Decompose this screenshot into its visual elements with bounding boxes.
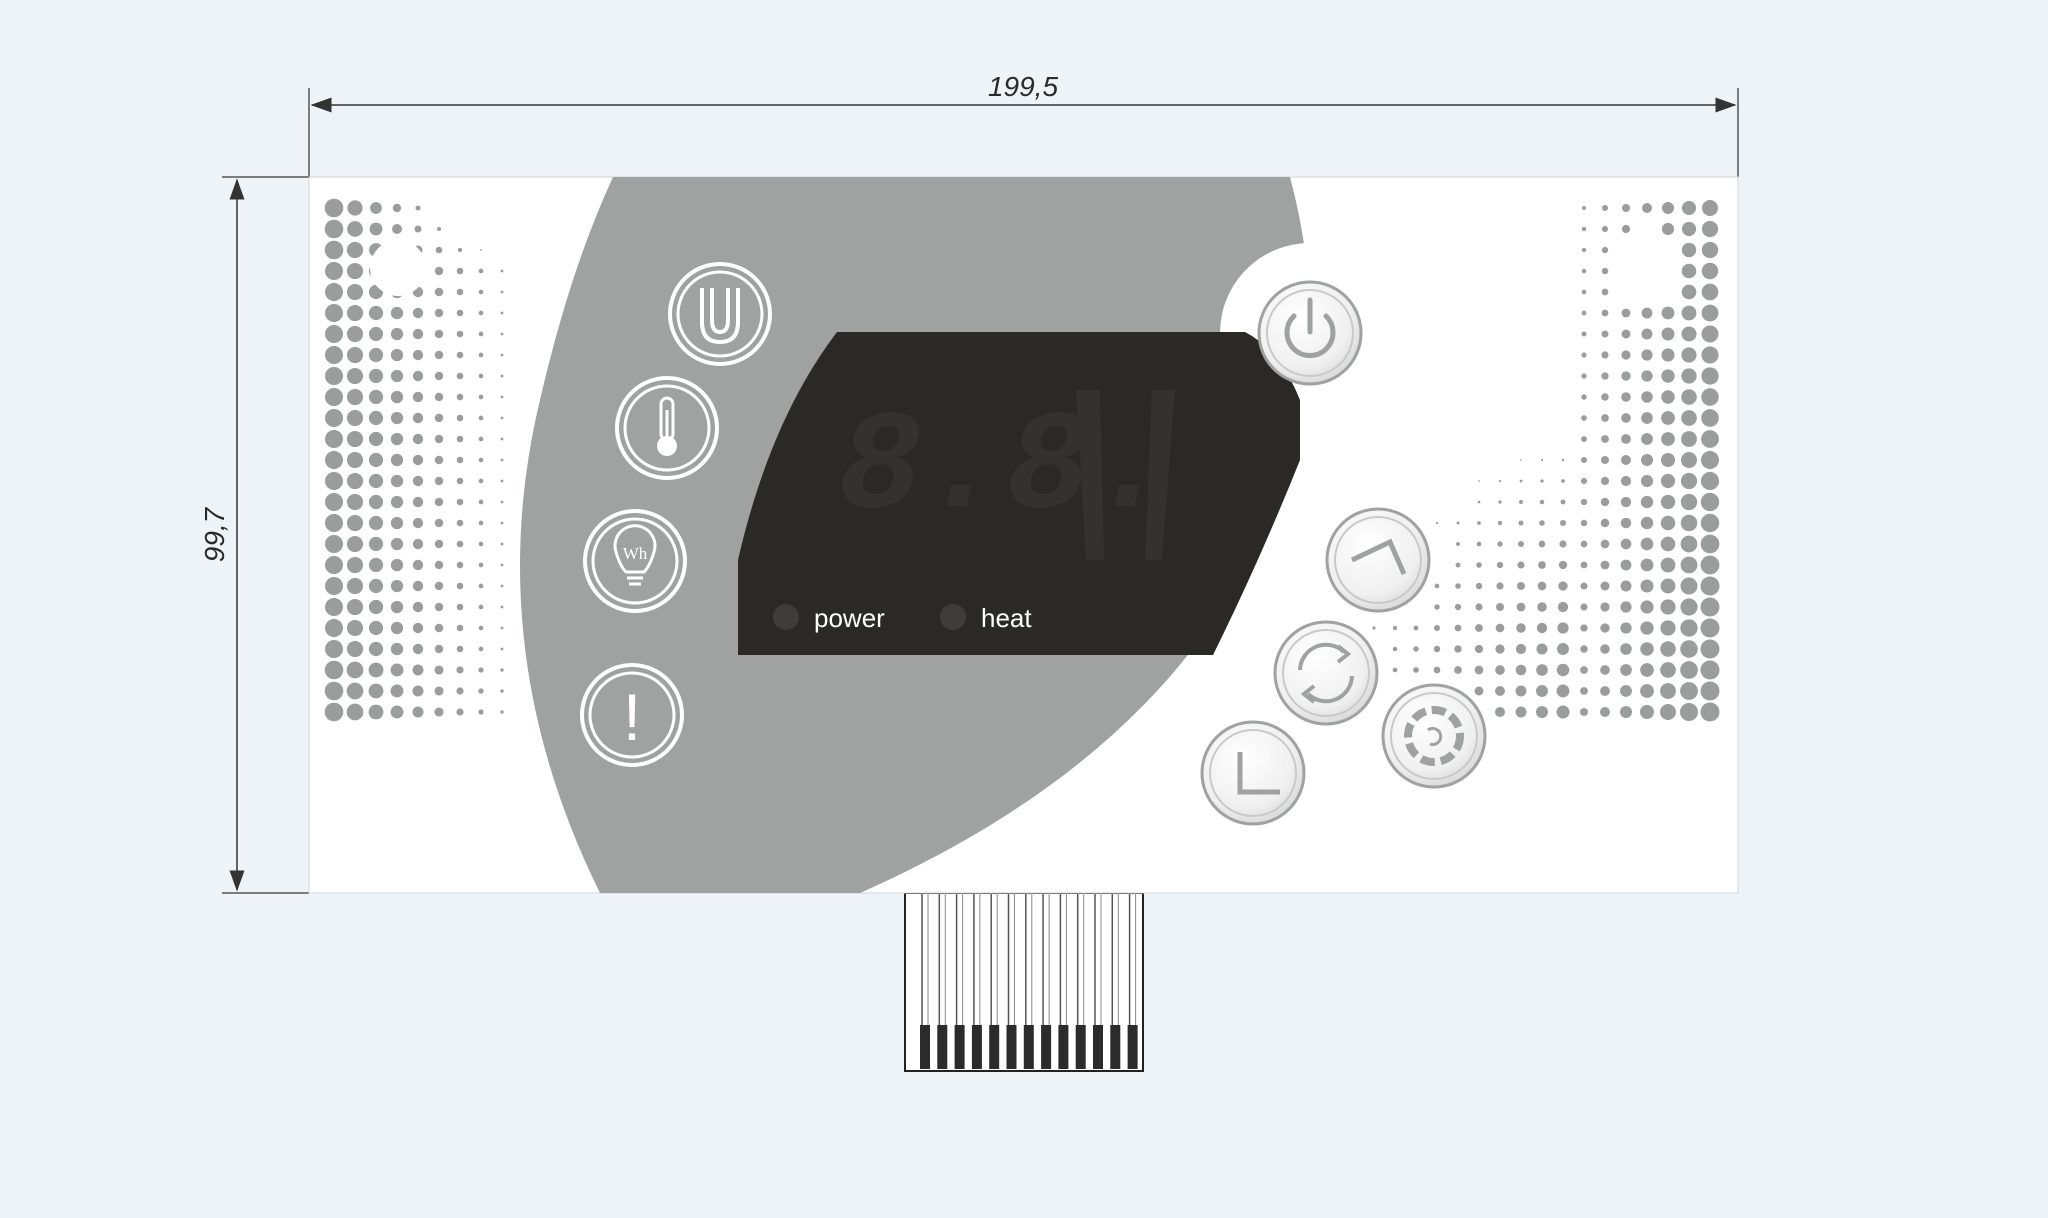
ribbon-connector: [904, 892, 1144, 1072]
power-indicator-label: power: [814, 603, 885, 633]
display-bar-left: [1076, 390, 1104, 560]
dot-pattern-right: [1372, 200, 1720, 722]
display-window: 8.8. power heat: [738, 332, 1300, 655]
height-label: 99,7: [199, 506, 230, 562]
mounting-hole-bottom-left: [370, 772, 426, 828]
mounting-hole-bottom-right: [1619, 772, 1675, 828]
heat-led: [940, 604, 966, 630]
refresh-button[interactable]: [1273, 620, 1379, 726]
water-heater-button[interactable]: [668, 262, 772, 366]
alert-exclamation-icon: !: [623, 680, 641, 754]
alert-button[interactable]: !: [580, 663, 684, 767]
water-heater-icon: [700, 288, 740, 345]
refresh-cycle-icon: [1298, 642, 1354, 704]
display-bar-right: [1145, 390, 1175, 560]
thermometer-icon: [657, 396, 677, 456]
wh-label: Wh: [623, 544, 648, 563]
arrow-down-button[interactable]: [1200, 720, 1306, 826]
power-button[interactable]: [1257, 280, 1363, 386]
dimension-width: 199,5: [308, 71, 1739, 177]
arrow-up-icon: [1350, 538, 1407, 576]
energy-wh-bulb-icon: Wh: [613, 524, 657, 586]
energy-wh-button[interactable]: Wh: [583, 509, 687, 613]
seven-segment-digits: 8.8.: [838, 390, 1174, 549]
arrow-up-button[interactable]: [1325, 507, 1431, 613]
mounting-hole-top-right: [1619, 240, 1675, 296]
power-led: [773, 604, 799, 630]
dot-pattern-left: [324, 198, 504, 722]
arrow-down-icon: [1237, 752, 1280, 795]
dimension-height: 99,7: [199, 176, 309, 894]
power-icon: [1284, 297, 1336, 359]
boost-button[interactable]: [1381, 683, 1487, 789]
thermometer-button[interactable]: [615, 376, 719, 480]
width-label: 199,5: [988, 71, 1058, 102]
mounting-hole-top-left: [370, 240, 426, 296]
boost-dial-icon: [1404, 706, 1464, 766]
heat-indicator-label: heat: [981, 603, 1032, 633]
